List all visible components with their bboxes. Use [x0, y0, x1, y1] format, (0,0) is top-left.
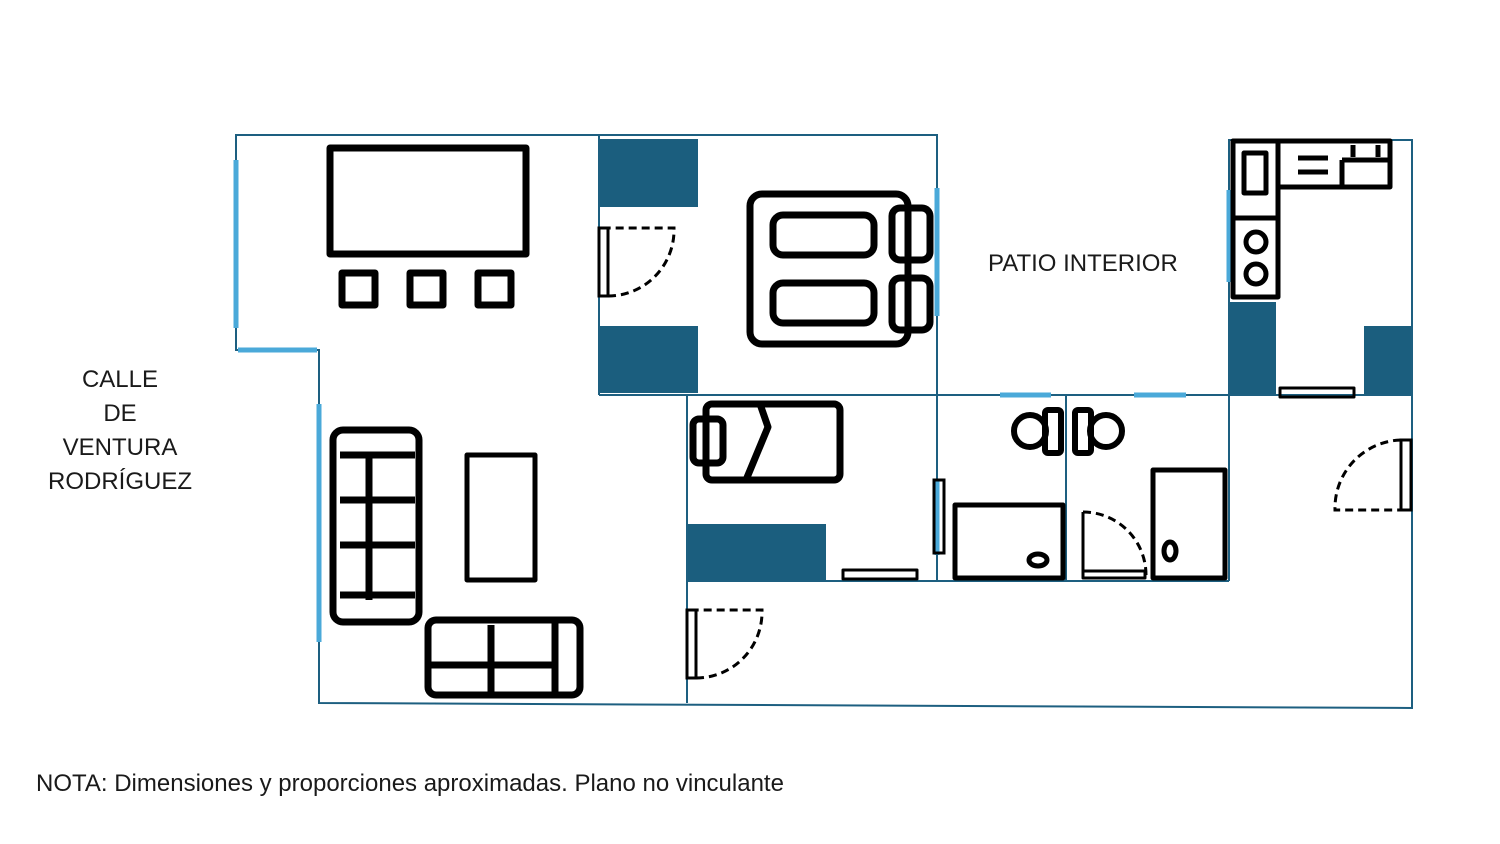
coffee-table-icon [464, 452, 538, 583]
street-label: CALLE DE VENTURA RODRÍGUEZ [20, 363, 220, 499]
wardrobe-icon [1364, 326, 1411, 394]
sofa-icon [424, 616, 584, 699]
shower-tray-icon [1150, 467, 1228, 581]
street-label-line: CALLE [81, 366, 159, 393]
closets [600, 139, 1411, 580]
shelf-icon [1278, 386, 1356, 399]
stool-icon [338, 269, 379, 309]
windows [233, 160, 1232, 642]
doors [597, 226, 1413, 680]
street-label-line: DE [103, 400, 137, 427]
sofa-icon [329, 426, 423, 626]
patio-label: PATIO INTERIOR [988, 250, 1178, 277]
single-bed-icon [689, 400, 844, 484]
disclaimer-note: NOTA: Dimensiones y proporciones aproxim… [36, 770, 784, 797]
furniture [326, 138, 1393, 699]
kitchen-sink-icon [1275, 138, 1393, 190]
toilet-icon [1011, 407, 1125, 456]
door-swing-icon [1081, 510, 1148, 576]
shelf-icon [1081, 569, 1147, 580]
dining-table-icon [326, 144, 530, 258]
wardrobe-icon [600, 326, 698, 393]
stool-icon [406, 269, 447, 309]
wardrobe-icon [688, 524, 826, 580]
stool-icon [474, 269, 515, 309]
wardrobe-icon [1230, 302, 1276, 394]
shower-tray-icon [952, 502, 1066, 581]
shelf-icon [841, 568, 919, 581]
door-swing-icon [685, 608, 764, 680]
wardrobe-icon [600, 139, 698, 207]
double-bed-icon [746, 190, 934, 348]
door-swing-icon [597, 226, 676, 298]
street-label-line: VENTURA [62, 434, 178, 461]
kitchen-stove-icon [1230, 138, 1281, 300]
street-label-line: RODRÍGUEZ [48, 468, 192, 495]
door-swing-icon [1333, 438, 1413, 512]
door-swing-icon [932, 478, 946, 555]
